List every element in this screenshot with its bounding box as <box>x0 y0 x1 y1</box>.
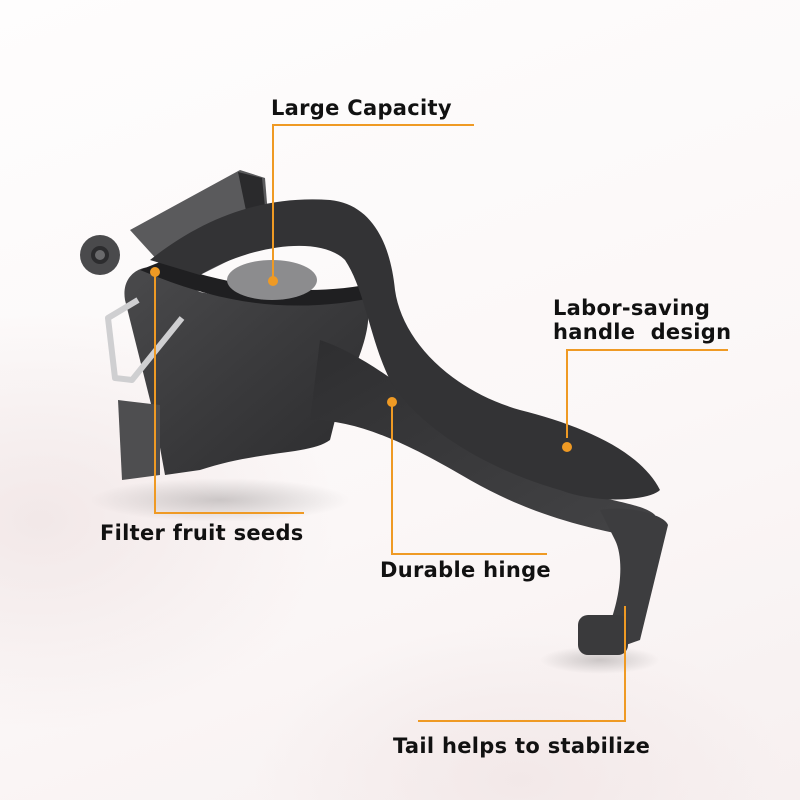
callout-dot-icon <box>562 442 572 452</box>
callout-line <box>391 402 393 554</box>
callout-line <box>272 124 274 281</box>
callout-line <box>391 553 547 555</box>
callout-line <box>624 606 626 721</box>
callout-label-line2: handle design <box>553 320 732 344</box>
callout-line <box>566 349 728 351</box>
callout-line <box>154 512 304 514</box>
callout-dot-icon <box>268 276 278 286</box>
callout-label-line1: Labor-saving <box>553 296 711 320</box>
callout-label: Large Capacity <box>271 96 452 120</box>
callout-line <box>418 720 626 722</box>
callout-label: Filter fruit seeds <box>100 521 304 545</box>
callout-label: Durable hinge <box>380 558 551 582</box>
callout-line <box>154 272 156 513</box>
callout-line <box>272 124 474 126</box>
callout-label: Tail helps to stabilize <box>393 734 651 758</box>
callout-line <box>566 349 568 438</box>
